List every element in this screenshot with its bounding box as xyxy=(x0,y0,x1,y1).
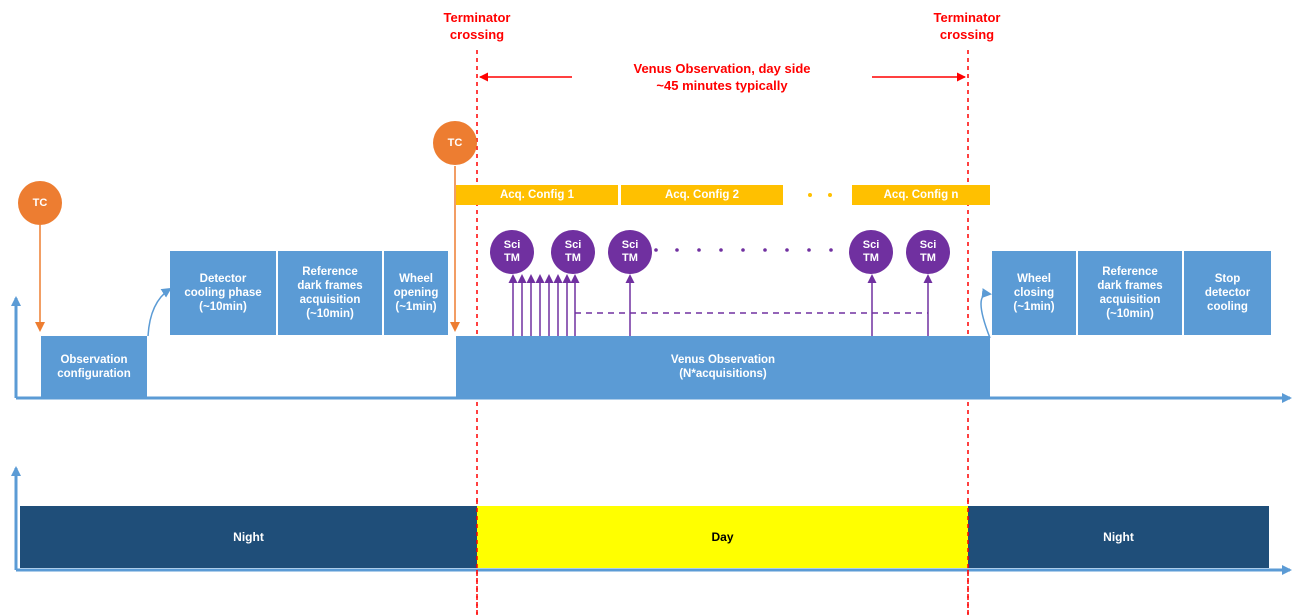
sci-tm-circle-3: Sci TM xyxy=(608,230,652,274)
phase-stop-detector-cooling: Stop detector cooling xyxy=(1184,251,1271,335)
sci-tm-circle-5: Sci TM xyxy=(906,230,950,274)
night-band-left: Night xyxy=(20,506,477,568)
acq-config-2: Acq. Config 2 xyxy=(621,185,783,205)
venus-observation-label: Venus Observation (N*acquisitions) xyxy=(670,354,776,380)
phase-reference-dark-post: Reference dark frames acquisition (~10mi… xyxy=(1078,251,1182,335)
closing-transition-arrow xyxy=(980,288,992,339)
acq-config-n: Acq. Config n xyxy=(852,185,990,205)
phase-wheel-opening: Wheel opening (~1min) xyxy=(384,251,448,335)
sci-tm-circle-4: Sci TM xyxy=(849,230,893,274)
terminator-label-left: Terminator crossing xyxy=(443,10,511,42)
phase-venus-observation: Venus Observation (N*acquisitions) xyxy=(456,336,990,398)
night-band-right: Night xyxy=(968,506,1269,568)
observation-span-label: Venus Observation, day side ~45 minutes … xyxy=(572,60,872,94)
terminator-label-right: Terminator crossing xyxy=(933,10,1001,42)
cooling-transition-arrow xyxy=(147,287,172,337)
sci-tm-ellipsis xyxy=(654,248,833,252)
sci-tm-circle-1: Sci TM xyxy=(490,230,534,274)
tc-circle-2: TC xyxy=(433,121,477,165)
sci-tm-arrows xyxy=(508,274,933,336)
acq-config-ellipsis xyxy=(808,193,832,197)
phase-observation-configuration: Observation configuration xyxy=(41,336,147,398)
phase-detector-cooling: Detector cooling phase (~10min) xyxy=(170,251,276,335)
phase-reference-dark-pre: Reference dark frames acquisition (~10mi… xyxy=(278,251,382,335)
acq-config-1: Acq. Config 1 xyxy=(456,185,618,205)
phase-wheel-closing: Wheel closing (~1min) xyxy=(992,251,1076,335)
sci-tm-circle-2: Sci TM xyxy=(551,230,595,274)
day-band: Day xyxy=(477,506,968,568)
tc-circle-1: TC xyxy=(18,181,62,225)
